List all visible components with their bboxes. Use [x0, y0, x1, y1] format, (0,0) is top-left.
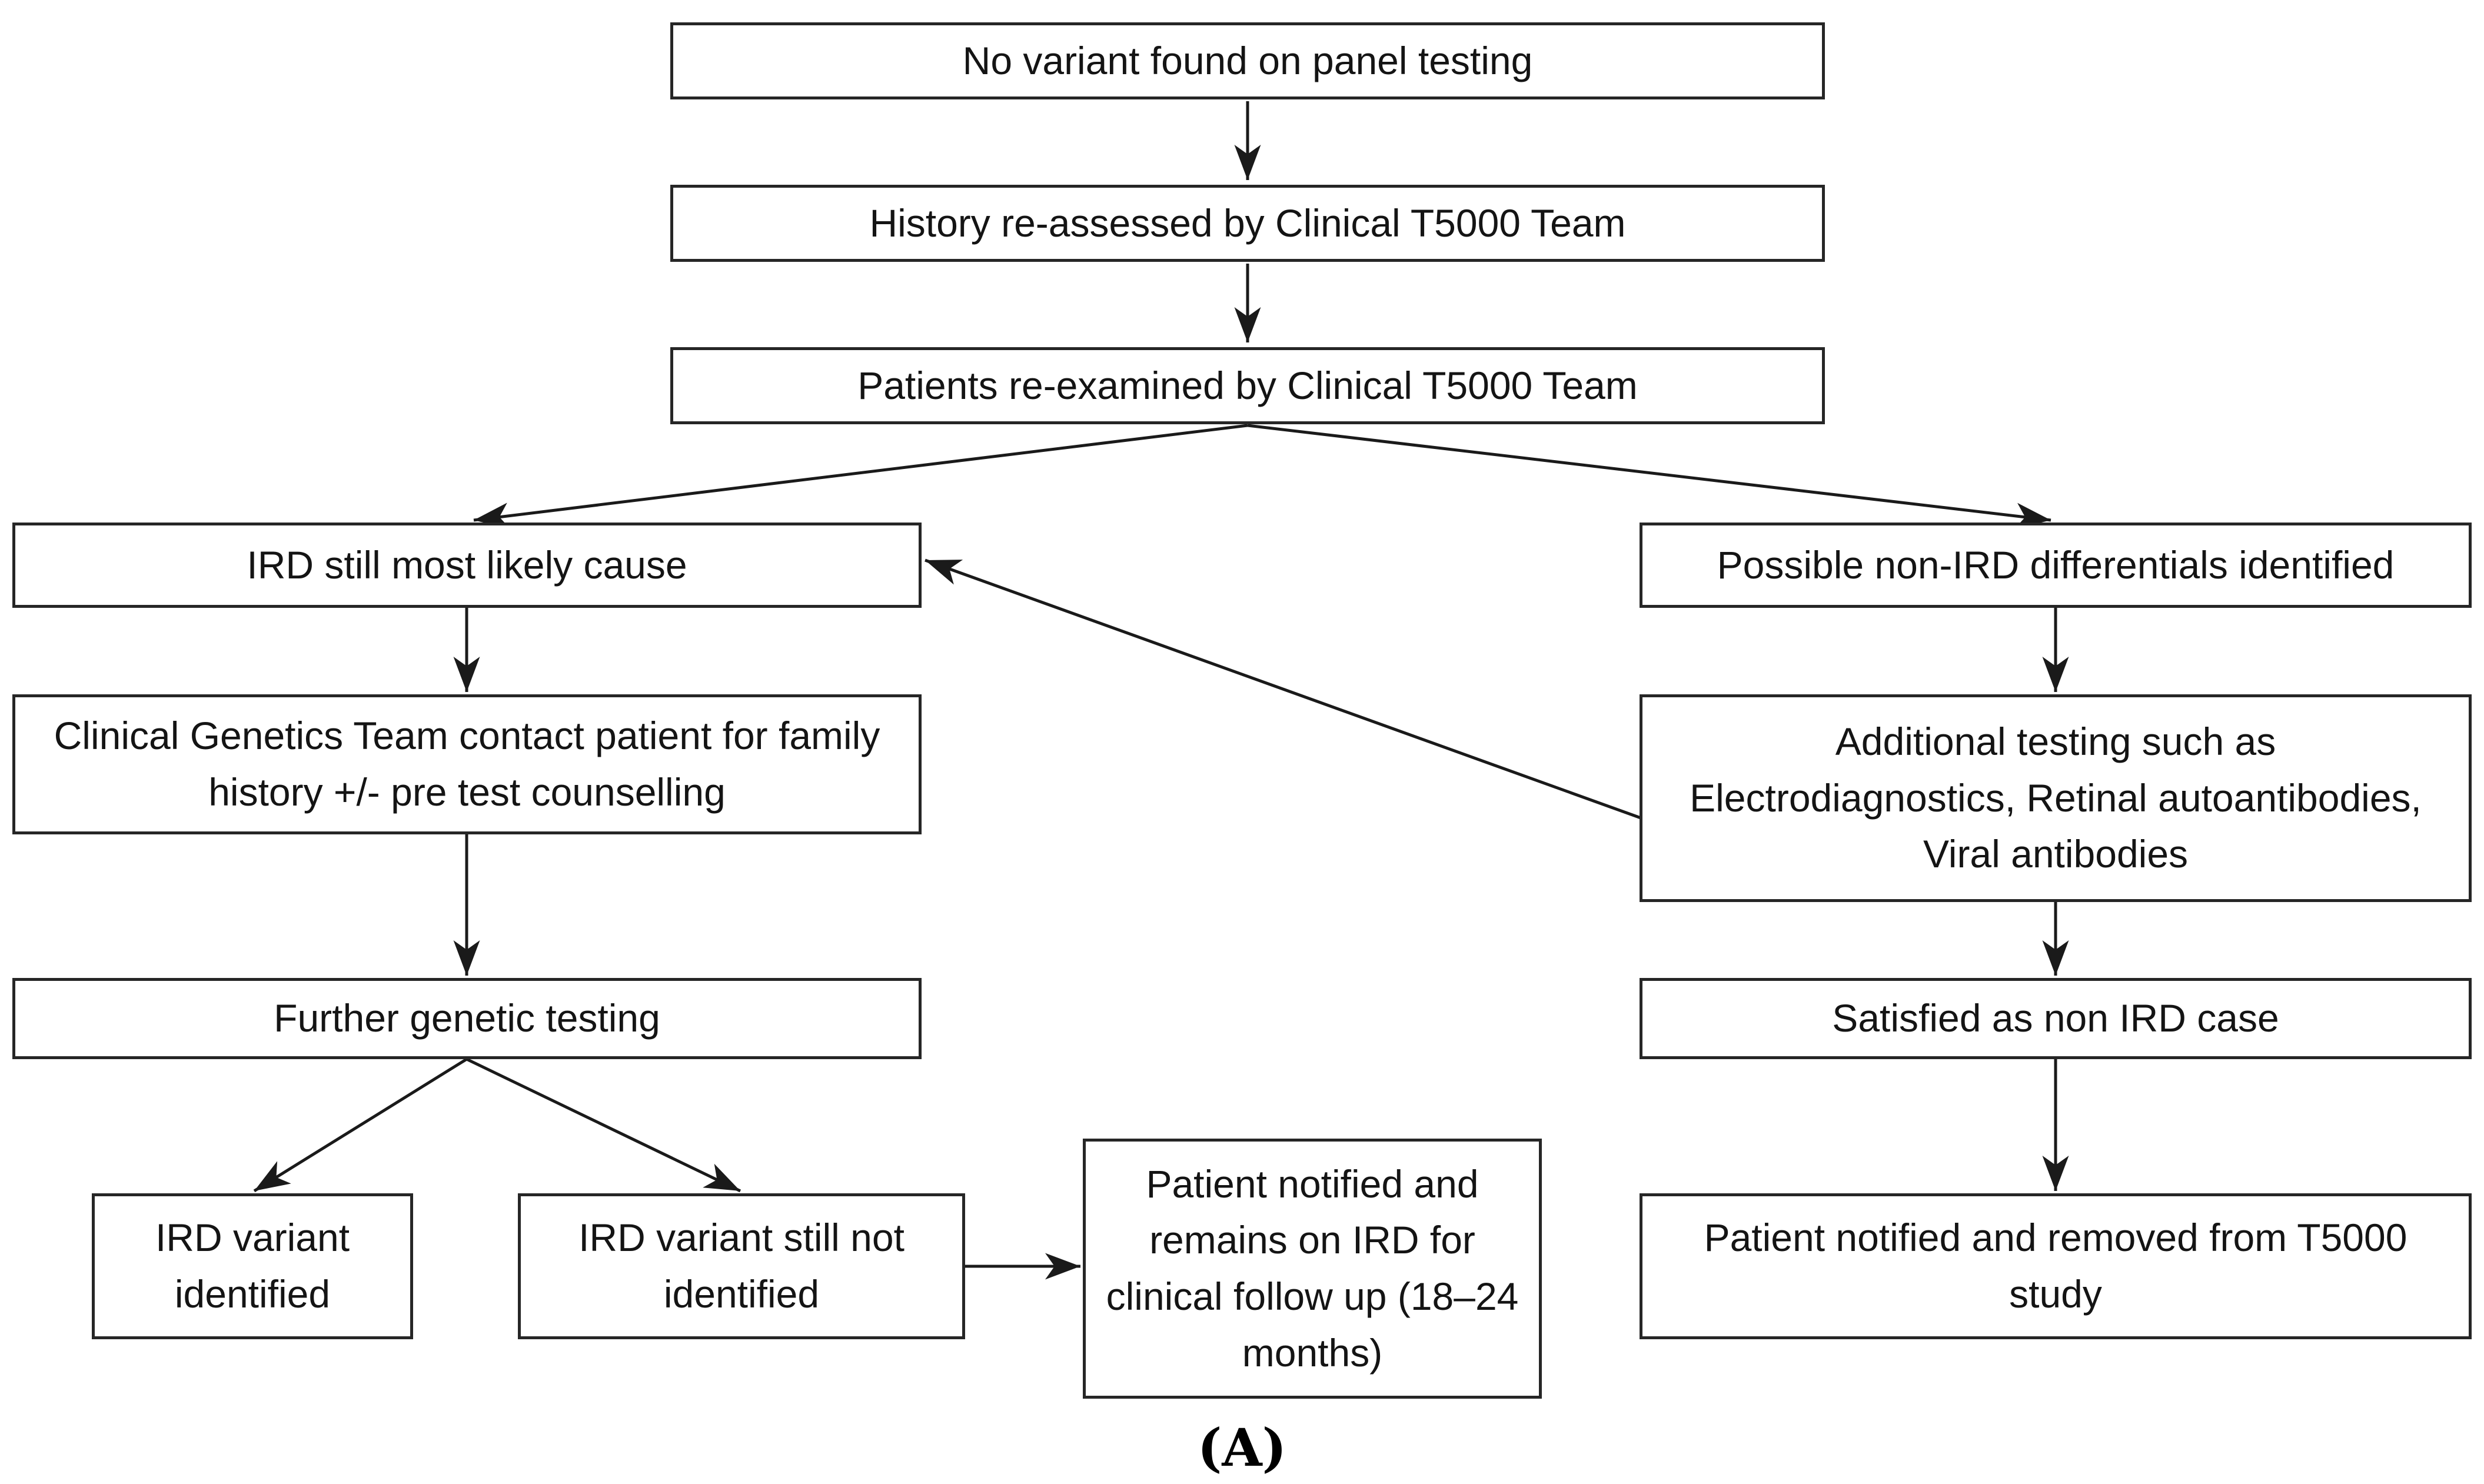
node-non-ird-differentials: Possible non-IRD differentials identifie…: [1640, 523, 2472, 608]
node-further-testing: Further genetic testing: [12, 978, 922, 1059]
node-variant-not-identified: IRD variant still not identified: [518, 1193, 965, 1339]
arrow-reexamined-to-ird-likely: [473, 424, 1248, 530]
node-genetics-contact: Clinical Genetics Team contact patient f…: [12, 694, 922, 834]
node-no-variant: No variant found on panel testing: [670, 22, 1825, 99]
arrow-additional-testing-to-ird-likely: [925, 558, 1641, 820]
arrow-reexamined-to-non-ird: [1247, 424, 2051, 530]
node-additional-testing: Additional testing such as Electrodiagno…: [1640, 694, 2472, 902]
figure-label: (A): [1197, 1417, 1287, 1478]
node-satisfied-non-ird: Satisfied as non IRD case: [1640, 978, 2472, 1059]
node-ird-likely: IRD still most likely cause: [12, 523, 922, 608]
node-variant-identified: IRD variant identified: [92, 1193, 413, 1339]
node-removed-study: Patient notified and removed from T5000 …: [1640, 1193, 2472, 1339]
node-history-reassessed: History re-assessed by Clinical T5000 Te…: [670, 185, 1825, 262]
node-patients-reexamined: Patients re-examined by Clinical T5000 T…: [670, 347, 1825, 424]
node-remains-ird: Patient notified and remains on IRD for …: [1083, 1139, 1542, 1399]
arrow-further-testing-to-not-identified: [465, 1057, 741, 1193]
arrow-further-testing-to-identified: [253, 1057, 468, 1193]
